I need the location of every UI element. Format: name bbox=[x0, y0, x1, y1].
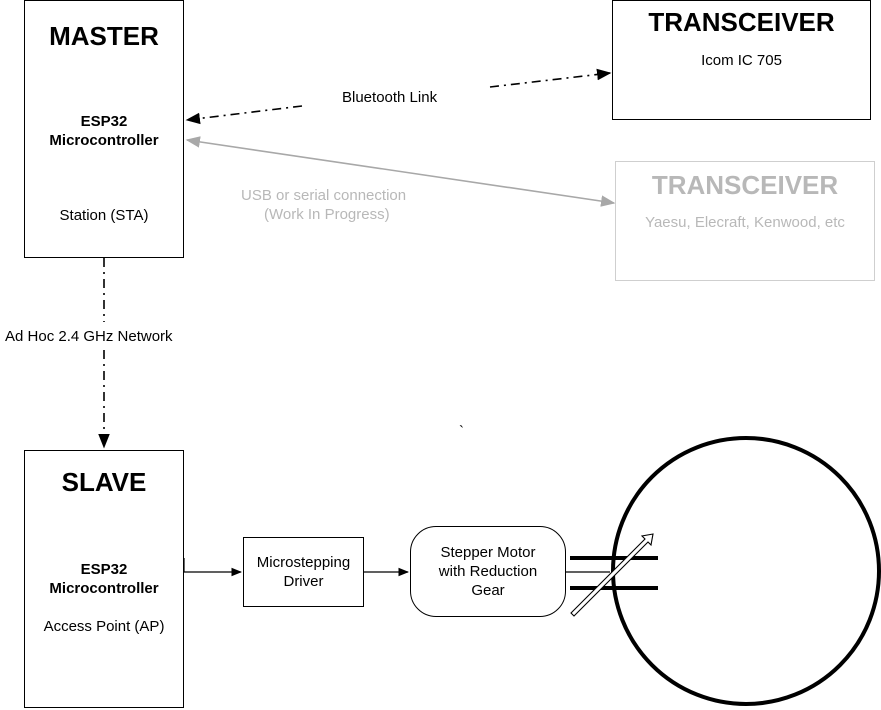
bluetooth-link-right-segment bbox=[489, 68, 612, 88]
transceiver-icom-model: Icom IC 705 bbox=[701, 52, 782, 69]
bluetooth-link-left-segment bbox=[185, 105, 303, 125]
usb-link-label-line2: (Work In Progress) bbox=[264, 206, 390, 223]
slave-to-driver-arrow bbox=[183, 558, 243, 577]
stray-mark: ` bbox=[459, 423, 464, 440]
slave-chip-line2: Microcontroller bbox=[49, 580, 159, 597]
slave-node: SLAVE ESP32 Microcontroller Access Point… bbox=[24, 450, 184, 708]
transceiver-icom-node: TRANSCEIVER Icom IC 705 bbox=[612, 0, 871, 120]
adhoc-network-label: Ad Hoc 2.4 GHz Network bbox=[5, 328, 173, 345]
driver-label-line2: Driver bbox=[283, 573, 324, 590]
transceiver-other-title: TRANSCEIVER bbox=[651, 170, 839, 200]
stepper-motor-node: Stepper Motor with Reduction Gear bbox=[410, 526, 566, 617]
loop-antenna-icon bbox=[611, 436, 881, 706]
master-mode: Station (STA) bbox=[59, 207, 149, 224]
motor-label-line1: Stepper Motor bbox=[440, 544, 536, 561]
usb-serial-link bbox=[185, 136, 616, 207]
transceiver-icom-title: TRANSCEIVER bbox=[648, 7, 835, 37]
bluetooth-link-label: Bluetooth Link bbox=[342, 89, 438, 106]
usb-link-label-line1: USB or serial connection bbox=[241, 187, 407, 204]
slave-chip-line1: ESP32 bbox=[80, 561, 128, 578]
transceiver-other-models: Yaesu, Elecraft, Kenwood, etc bbox=[645, 214, 845, 231]
master-title: MASTER bbox=[49, 21, 159, 51]
driver-label-line1: Microstepping bbox=[256, 554, 351, 571]
slave-mode: Access Point (AP) bbox=[43, 618, 165, 635]
master-node: MASTER ESP32 Microcontroller Station (ST… bbox=[24, 0, 184, 258]
master-chip-line2: Microcontroller bbox=[49, 132, 159, 149]
motor-label-line2: with Reduction bbox=[438, 563, 538, 580]
master-chip-line1: ESP32 bbox=[80, 113, 128, 130]
transceiver-other-node: TRANSCEIVER Yaesu, Elecraft, Kenwood, et… bbox=[615, 161, 875, 281]
slave-title: SLAVE bbox=[61, 467, 147, 497]
microstepping-driver-node: Microstepping Driver bbox=[243, 537, 364, 607]
motor-label-line3: Gear bbox=[471, 582, 505, 599]
variable-capacitor-icon bbox=[566, 533, 658, 617]
